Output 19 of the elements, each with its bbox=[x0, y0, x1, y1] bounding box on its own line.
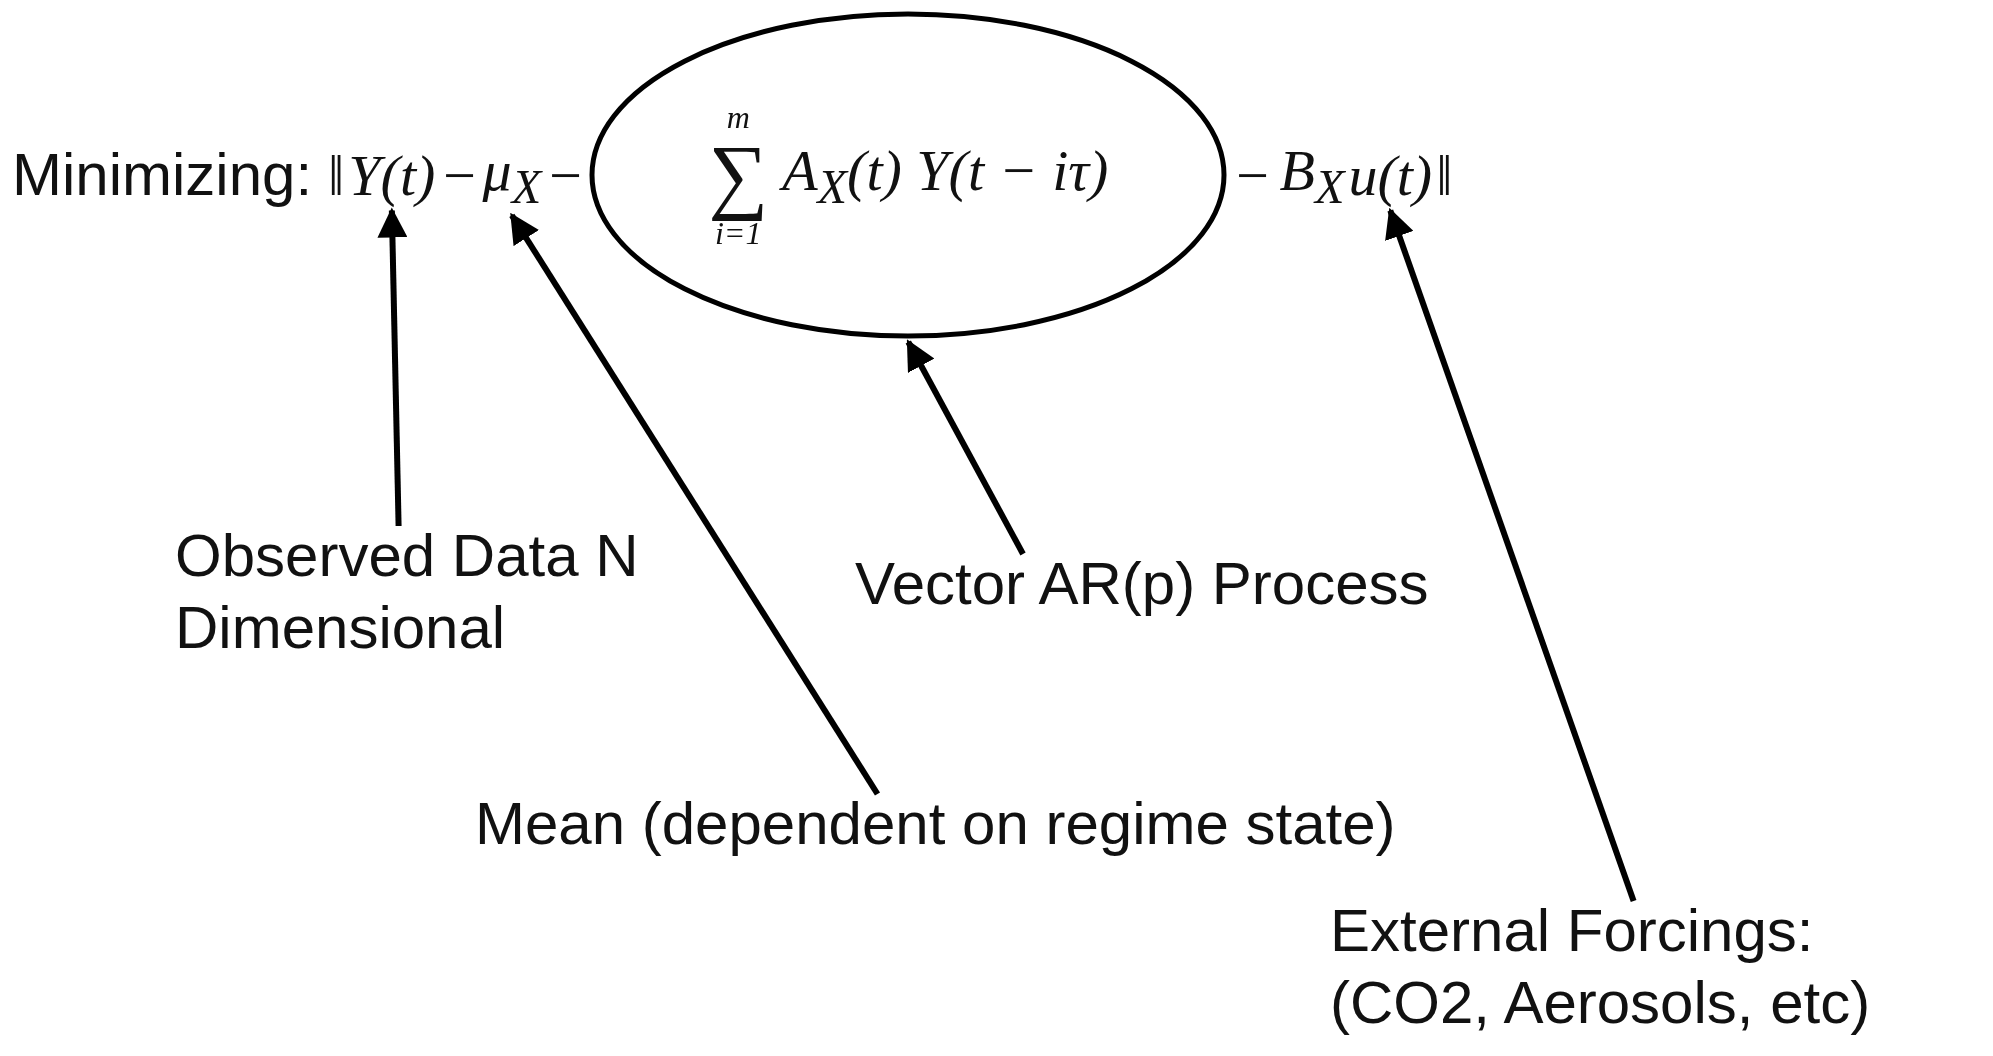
formula-symbol: − bbox=[545, 141, 585, 209]
annotation-text: Mean (dependent on regime state) bbox=[475, 788, 1625, 860]
formula-term: μ$_{X}$ bbox=[482, 136, 542, 214]
formula-term: Y(t) bbox=[348, 141, 436, 209]
formula-heading: Minimizing: bbox=[12, 140, 313, 210]
annotation-text: Vector AR(p) Process bbox=[855, 548, 1555, 620]
formula-term: u(t) bbox=[1348, 141, 1433, 209]
annotation-text: External Forcings: (CO2, Aerosols, etc) bbox=[1330, 895, 1990, 1039]
formula-symbol: ‖ bbox=[1436, 141, 1453, 209]
sum-limit: m bbox=[726, 101, 750, 133]
formula-symbol: − bbox=[439, 141, 479, 209]
arrow bbox=[1385, 207, 1637, 902]
arrow bbox=[905, 339, 1026, 556]
arrow bbox=[377, 207, 408, 527]
annotation-text: Observed Data N Dimensional bbox=[175, 520, 695, 664]
formula-symbol: ‖ bbox=[328, 141, 345, 209]
formula-symbol: B$_{X}$ bbox=[1279, 136, 1345, 214]
formula-symbol: − bbox=[1232, 141, 1272, 209]
arrow bbox=[509, 212, 881, 796]
